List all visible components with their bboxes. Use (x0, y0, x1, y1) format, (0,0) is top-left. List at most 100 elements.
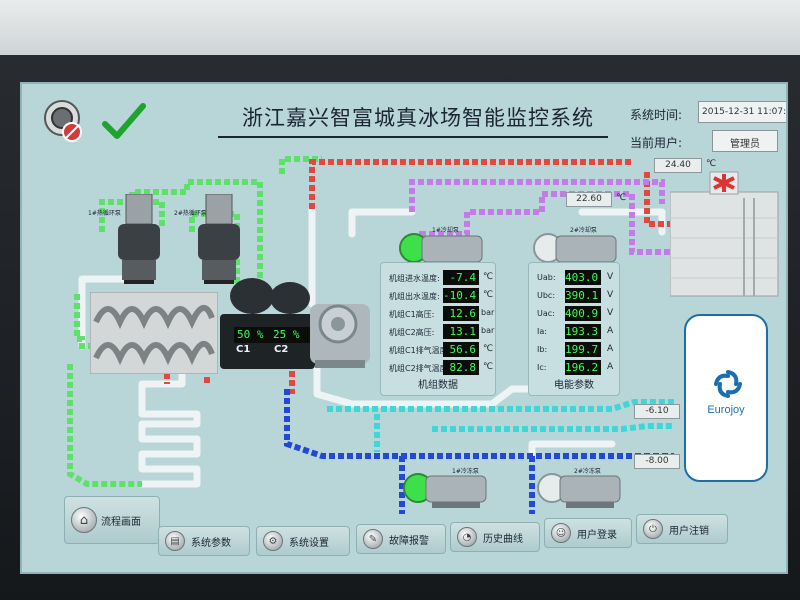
power-row-unit: A (607, 344, 614, 354)
unit-row-value: 82.8 (443, 360, 479, 375)
compressor-c2-label: C2 (274, 344, 289, 355)
unit-row-unit: ℃ (483, 272, 494, 282)
power-data-title: 电能参数 (554, 380, 594, 391)
alarm-icon: ✎ (363, 529, 383, 549)
nav-login-label: 用户登录 (577, 529, 617, 541)
hot-pump-1-icon[interactable] (114, 194, 164, 284)
power-row-value: 199.7 (565, 342, 601, 357)
chill-pump-2-icon[interactable] (530, 464, 626, 510)
nav-login-button[interactable]: ☺ 用户登录 (544, 518, 632, 548)
power-row-value: 403.0 (565, 270, 601, 285)
nav-history-label: 历史曲线 (483, 533, 523, 545)
hot-pump-1-label: 1#热循环泵 (88, 210, 121, 217)
system-time-field: 2015-12-31 11:07:05 (698, 101, 786, 123)
unit-row-unit: bar (481, 326, 495, 335)
cooling-in-temp-unit: ℃ (616, 193, 627, 203)
power-row-unit: A (607, 326, 614, 336)
power-row-value: 400.9 (565, 306, 601, 321)
power-row-value: 390.1 (565, 288, 601, 303)
nav-logout-label: 用户注销 (669, 525, 709, 537)
chill-pump-1-icon[interactable] (396, 464, 492, 510)
pipe-cyan-mid (374, 414, 674, 452)
unit-row-value: 12.6 (443, 306, 479, 321)
power-row-value: 196.2 (565, 360, 601, 375)
ice-tank[interactable]: Eurojoy (684, 314, 768, 482)
unit-row-label: 机组C2排气温度: (389, 364, 451, 373)
unit-row-unit: ℃ (483, 362, 494, 372)
cool-pump-1-label: 1#冷却泵 (432, 227, 459, 234)
power-row-unit: V (607, 290, 614, 300)
cooling-tower-icon[interactable] (670, 168, 780, 298)
gear-icon: ⚙ (263, 531, 283, 551)
unit-row-value: 13.1 (443, 324, 479, 339)
nav-alarms-button[interactable]: ✎ 故障报警 (356, 524, 446, 554)
title-underline (218, 136, 608, 138)
hmi-screen: 浙江嘉兴智富城真冰场智能监控系统 系统时间: 2015-12-31 11:07:… (20, 82, 788, 574)
logout-icon: ⏻ (643, 519, 663, 539)
nav-logout-button[interactable]: ⏻ 用户注销 (636, 514, 728, 544)
pipe-white-mid (313, 310, 546, 408)
pipe-coil (138, 355, 201, 488)
nav-system-settings-label: 系统设置 (289, 537, 329, 549)
hot-pump-2-icon[interactable] (194, 194, 244, 284)
pipe-green-small (279, 156, 322, 174)
unit-row-label: 机组C1高压: (389, 310, 435, 319)
chill-pump-2-label: 2#冷冻泵 (574, 468, 601, 475)
pipe-cyan-top (327, 399, 674, 412)
chart-icon: ◔ (457, 527, 477, 547)
power-row-label: Ib: (537, 345, 548, 354)
params-icon: ▤ (165, 531, 185, 551)
pipe-blue-drop (399, 456, 535, 514)
power-row-label: Ic: (537, 363, 547, 372)
compressor-c2-load: 25 % (270, 327, 310, 343)
pipe-purple-right (539, 191, 672, 255)
pipe-white-cool (348, 208, 416, 238)
power-data-panel: Uab: 403.0 V Ubc: 390.1 V Uac: 400.9 V I… (528, 262, 620, 396)
unit-row-value: -10.4 (443, 288, 479, 303)
pipe-purple-top (409, 179, 665, 212)
eurojoy-logo-icon (714, 370, 742, 398)
status-ok-check-icon (102, 102, 146, 142)
nav-flow-screen-button[interactable]: ⌂ 流程画面 (64, 496, 160, 544)
unit-row-value: 56.6 (443, 342, 479, 357)
unit-row-label: 机组出水温度: (389, 292, 440, 301)
pipe-green-bottom (67, 364, 142, 487)
nav-system-params-button[interactable]: ▤ 系统参数 (158, 526, 250, 556)
nav-history-button[interactable]: ◔ 历史曲线 (450, 522, 540, 552)
current-user-label: 当前用户: (630, 136, 683, 150)
unit-data-title: 机组数据 (418, 380, 458, 391)
nav-system-params-label: 系统参数 (191, 537, 231, 549)
unit-row-label: 机组C1排气温度: (389, 346, 451, 355)
home-icon: ⌂ (71, 507, 97, 533)
cool-pump-2-label: 2#冷却泵 (570, 227, 597, 234)
user-icon: ☺ (551, 523, 571, 543)
heat-exchanger-icon (90, 292, 218, 374)
power-row-label: Uac: (537, 309, 555, 318)
tower-out-temp-unit: ℃ (706, 159, 717, 169)
nav-alarms-label: 故障报警 (389, 535, 429, 547)
pipe-blue-main (284, 389, 674, 459)
current-user-field[interactable]: 管理员 (712, 130, 778, 152)
wall-background (0, 0, 800, 55)
system-time-label: 系统时间: (630, 108, 683, 122)
unit-row-label: 机组C2高压: (389, 328, 435, 337)
pipe-red-top (309, 159, 634, 209)
power-row-label: Ia: (537, 327, 547, 336)
compressor-c1-load: 50 % (234, 327, 274, 343)
hot-pump-2-label: 2#热循环泵 (174, 210, 207, 217)
nav-system-settings-button[interactable]: ⚙ 系统设置 (256, 526, 350, 556)
unit-row-unit: ℃ (483, 290, 494, 300)
chill-return-temp: -8.00 (634, 454, 680, 469)
eurojoy-logo-text: Eurojoy (707, 404, 745, 416)
unit-row-unit: ℃ (483, 344, 494, 354)
chill-supply-temp: -6.10 (634, 404, 680, 419)
unit-row-unit: bar (481, 308, 495, 317)
unit-data-panel: 机组进水温度: -7.4 ℃ 机组出水温度: -10.4 ℃ 机组C1高压: 1… (380, 262, 496, 396)
alarm-speaker-icon[interactable] (42, 100, 88, 146)
power-row-value: 193.3 (565, 324, 601, 339)
power-row-unit: V (607, 272, 614, 282)
power-row-unit: A (607, 362, 614, 372)
page-title: 浙江嘉兴智富城真冰场智能监控系统 (242, 106, 594, 130)
unit-row-label: 机组进水温度: (389, 274, 440, 283)
power-row-label: Uab: (537, 273, 556, 282)
